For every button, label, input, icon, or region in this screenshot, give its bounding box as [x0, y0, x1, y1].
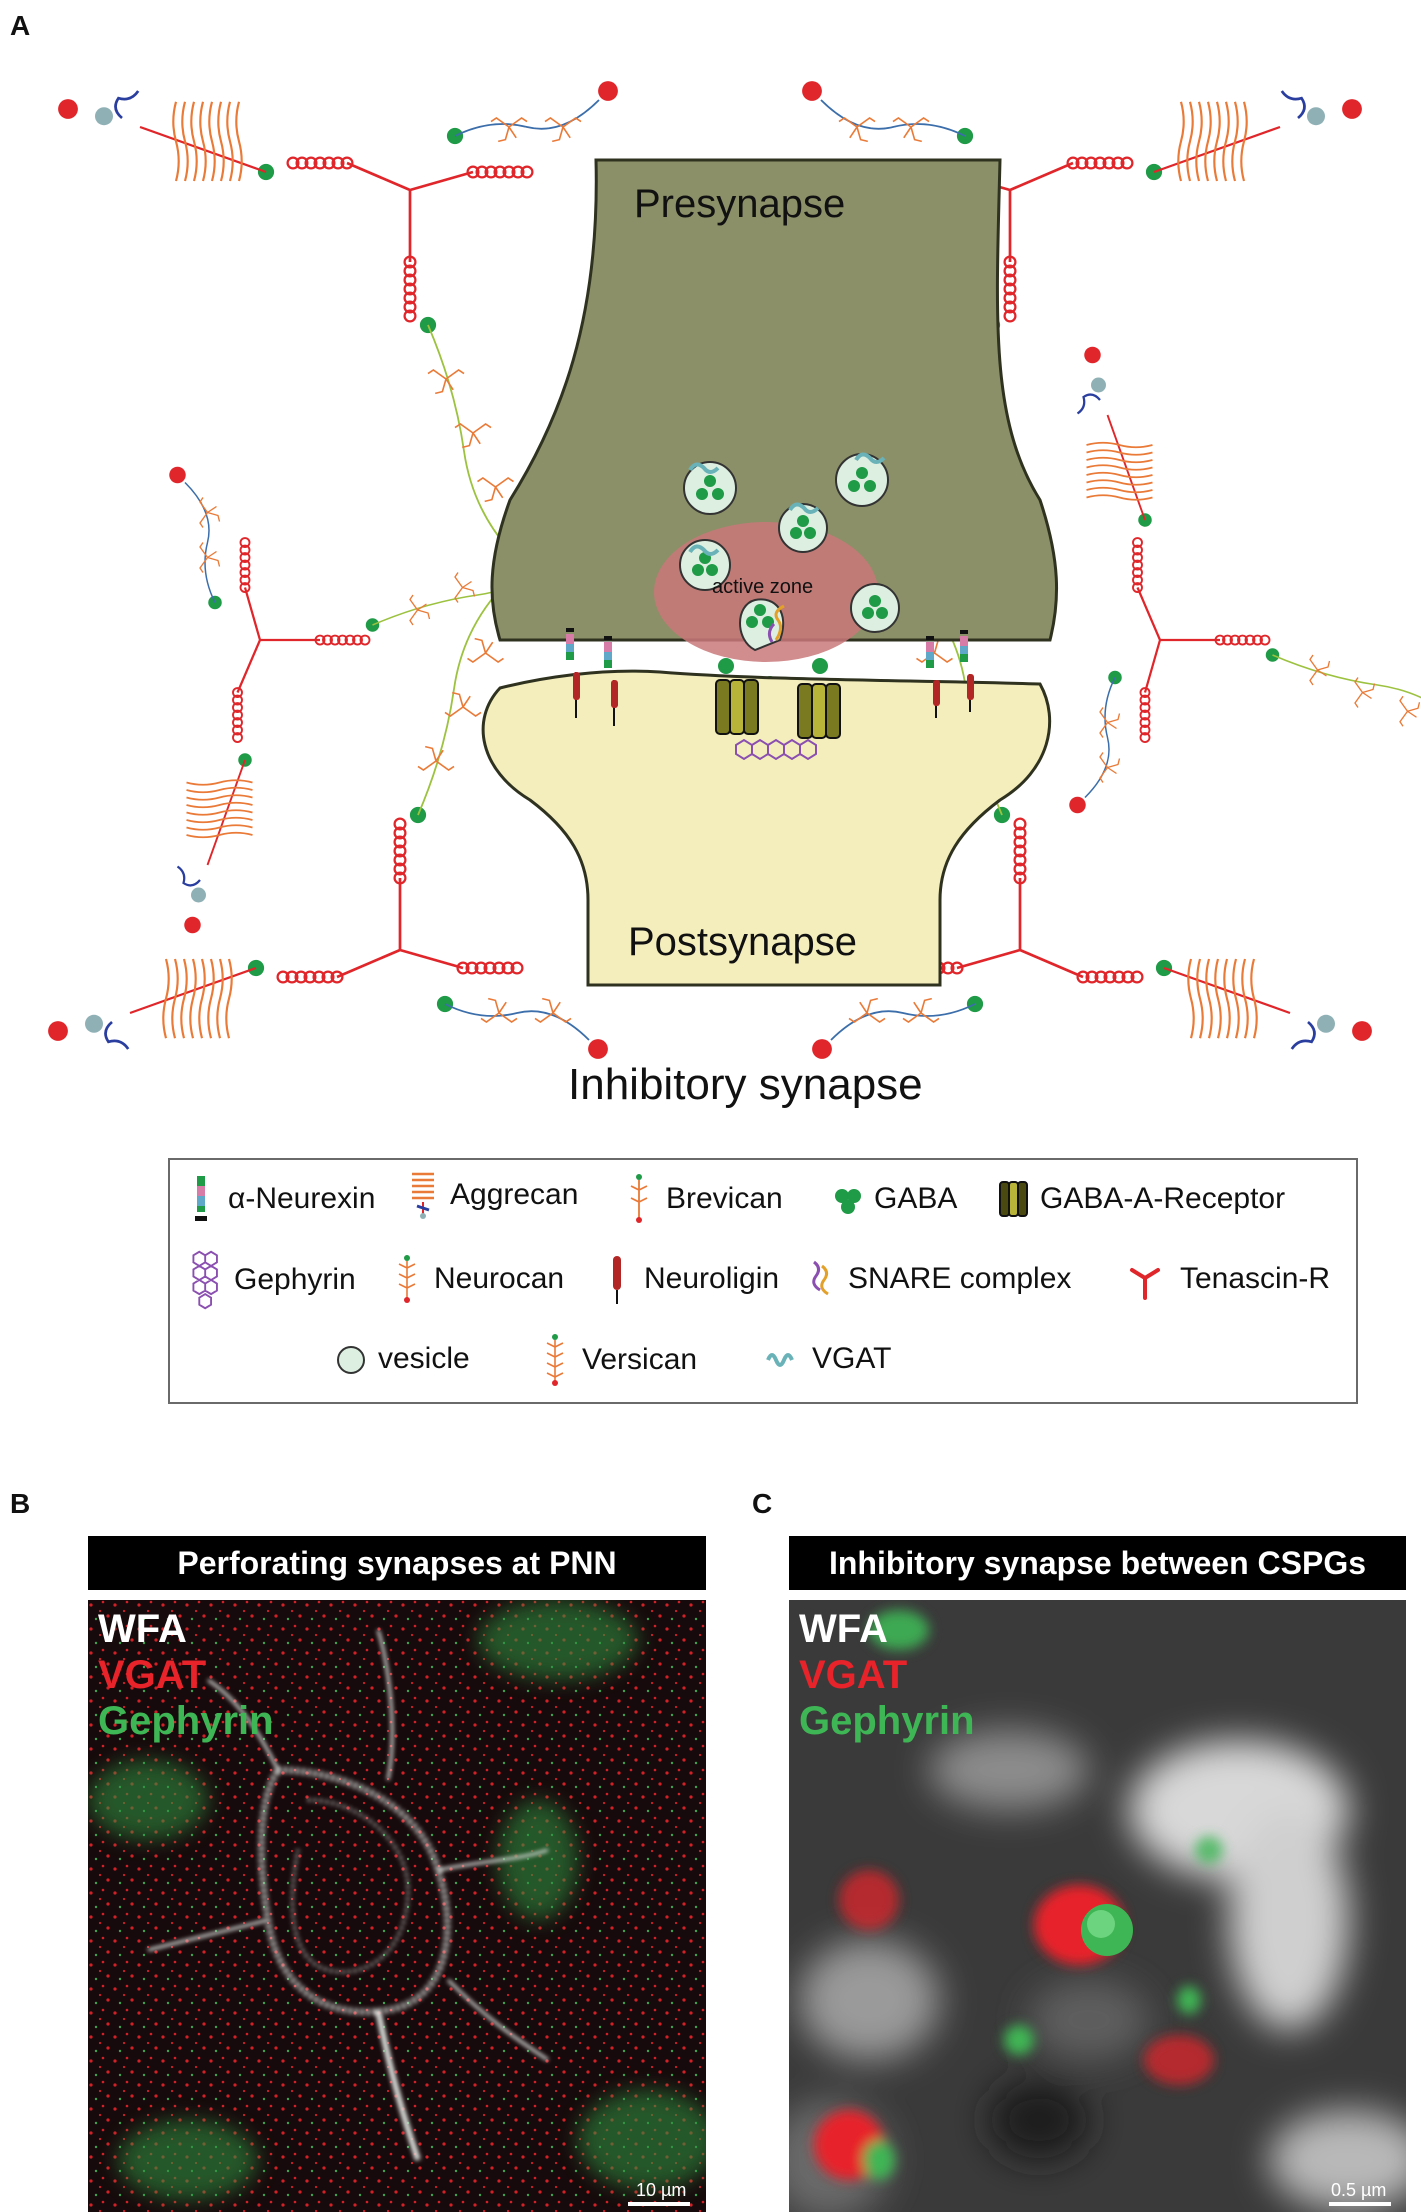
legend-label-vgat: VGAT: [812, 1342, 892, 1375]
legend-label-gephyrin: Gephyrin: [234, 1263, 356, 1296]
legend-item-gaba: GABA: [830, 1172, 957, 1226]
vgat-icon: [766, 1353, 794, 1367]
legend-item-tenascin-r: Tenascin-R: [1120, 1252, 1330, 1306]
synapse-diagram: [0, 0, 1421, 1140]
aggrecan-icon: [412, 1172, 434, 1219]
legend-label-vesicle: vesicle: [378, 1342, 470, 1375]
tenascin-r-icon: [1130, 1268, 1160, 1300]
panel-c-image: [789, 1610, 1406, 2212]
neurexin-neuroligin-pairs: [566, 628, 974, 726]
gaba-icon: [835, 1189, 861, 1214]
gephyrin-lattice: [735, 738, 817, 761]
vesicle-group: [679, 453, 900, 652]
alpha-neurexin-icon: [195, 1176, 207, 1221]
legend-label-alpha-neurexin: α-Neurexin: [228, 1182, 376, 1215]
postsynapse-shape: [481, 669, 1052, 987]
diagram-title: Inhibitory synapse: [568, 1060, 923, 1109]
legend: α-Neurexin Aggrecan Brevican GABA GABA-A…: [168, 1158, 1358, 1404]
panel-b-image: [88, 1600, 706, 2212]
legend-item-vesicle: vesicle: [334, 1332, 470, 1386]
legend-label-neurocan: Neurocan: [434, 1262, 565, 1295]
snare-complex-icon: [812, 1260, 829, 1296]
legend-item-gephyrin: Gephyrin: [184, 1248, 356, 1312]
gaba-a-receptor-left: [715, 679, 759, 735]
legend-item-neuroligin: Neuroligin: [600, 1252, 779, 1306]
legend-item-neurocan: Neurocan: [390, 1252, 564, 1306]
legend-item-brevican: Brevican: [622, 1172, 783, 1226]
legend-label-tenascin-r: Tenascin-R: [1180, 1262, 1331, 1295]
panel-b-scale-bar: [628, 2202, 690, 2206]
legend-label-brevican: Brevican: [666, 1182, 783, 1215]
legend-label-versican: Versican: [582, 1343, 698, 1376]
legend-item-gaba-a-receptor: GABA-A-Receptor: [996, 1172, 1285, 1226]
brevican-icon: [630, 1174, 648, 1223]
neuroligin-icon: [613, 1256, 621, 1304]
panel-b-micrograph: WFA VGAT Gephyrin 10 µm: [88, 1600, 706, 2212]
gaba-a-receptor-right: [797, 683, 841, 739]
panel-b-title: Perforating synapses at PNN: [88, 1536, 706, 1590]
vesicle-icon: [337, 1346, 365, 1374]
versican-icon: [546, 1334, 564, 1386]
legend-item-snare-complex: SNARE complex: [804, 1252, 1071, 1306]
legend-label-snare-complex: SNARE complex: [848, 1262, 1072, 1295]
panel-label-a: A: [10, 10, 31, 41]
panel-label-c: C: [752, 1488, 773, 1519]
legend-label-gaba: GABA: [874, 1182, 958, 1215]
panel-c-channel-gephyrin: Gephyrin: [799, 1699, 975, 1743]
gaba-a-receptor-icon: [999, 1181, 1028, 1217]
presynapse-label: Presynapse: [634, 182, 846, 226]
panel-b-scale-label: 10 µm: [636, 2180, 687, 2200]
panel-c-scale-label: 0.5 µm: [1331, 2180, 1387, 2200]
panel-label-b: B: [10, 1488, 31, 1519]
legend-item-vgat: VGAT: [760, 1332, 891, 1386]
active-zone-label: active zone: [712, 576, 814, 598]
legend-label-aggrecan: Aggrecan: [450, 1178, 579, 1211]
panel-c-title: Inhibitory synapse between CSPGs: [789, 1536, 1406, 1590]
legend-item-alpha-neurexin: α-Neurexin: [184, 1172, 375, 1226]
panel-b-channel-wfa: WFA: [98, 1607, 187, 1651]
neurocan-icon: [398, 1255, 416, 1303]
postsynapse-label: Postsynapse: [628, 920, 858, 964]
panel-b-channel-gephyrin: Gephyrin: [98, 1699, 274, 1743]
gephyrin-icon: [192, 1250, 218, 1310]
legend-item-versican: Versican: [538, 1328, 697, 1392]
panel-c-channel-vgat: VGAT: [799, 1653, 908, 1697]
legend-item-aggrecan: Aggrecan: [406, 1168, 578, 1222]
panel-b-channel-vgat: VGAT: [98, 1653, 207, 1697]
legend-label-neuroligin: Neuroligin: [644, 1262, 780, 1295]
panel-c-micrograph: WFA VGAT Gephyrin 0.5 µm: [789, 1600, 1406, 2212]
panel-c-scale-bar: [1329, 2202, 1391, 2206]
legend-label-gaba-a-receptor: GABA-A-Receptor: [1040, 1182, 1286, 1215]
panel-c-channel-wfa: WFA: [799, 1607, 888, 1651]
